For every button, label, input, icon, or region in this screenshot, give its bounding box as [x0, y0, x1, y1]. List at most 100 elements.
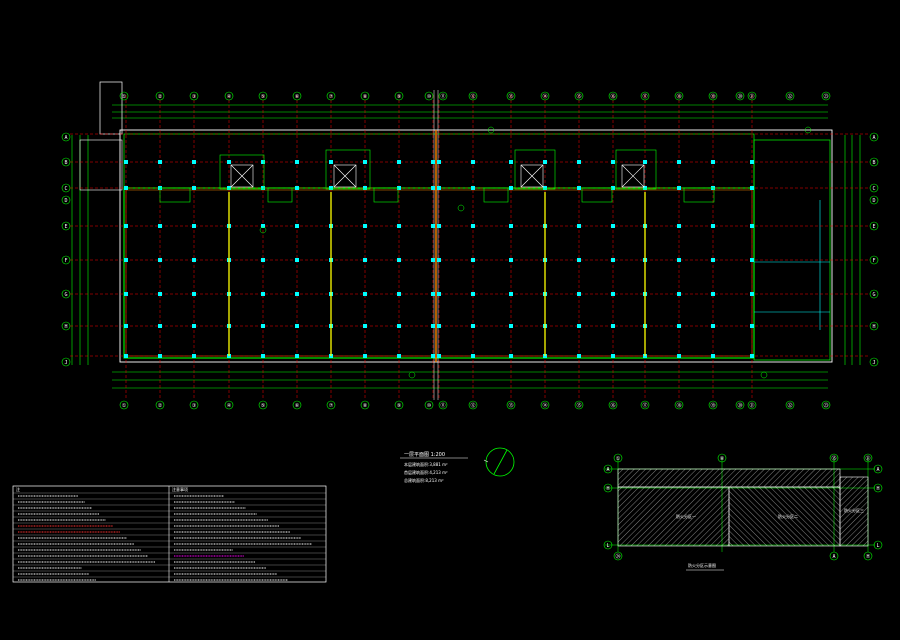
column [363, 324, 367, 328]
axis-bubble: C [869, 183, 879, 193]
svg-text:㉑: ㉑ [749, 93, 754, 100]
column [295, 186, 299, 190]
column [471, 354, 475, 358]
axis-bubble: ⑱ [674, 400, 684, 410]
axis-bubble: ⑲ [708, 400, 718, 410]
svg-text:A: A [606, 467, 609, 473]
axis-bubble: A [61, 132, 71, 142]
svg-text:①: ① [122, 94, 127, 100]
svg-text:④: ④ [227, 403, 232, 409]
column [509, 354, 513, 358]
axis-bubble: ⑧ [360, 91, 370, 101]
svg-text:F: F [64, 258, 67, 264]
column [437, 224, 441, 228]
axis-bubble: G [61, 289, 71, 299]
column [192, 224, 196, 228]
svg-text:⑫: ⑫ [470, 93, 475, 100]
column [577, 186, 581, 190]
column [431, 186, 435, 190]
column [295, 258, 299, 262]
svg-text:③: ③ [192, 94, 197, 100]
column [431, 224, 435, 228]
column [431, 324, 435, 328]
axis-bubble: L [603, 540, 613, 550]
axis-bubble: ⑪ [438, 400, 448, 410]
axis-bubble: ⑨ [394, 91, 404, 101]
svg-text:⑦: ⑦ [329, 94, 334, 100]
axis-bubble: ⑥ [292, 91, 302, 101]
axis-bubble: ⑬ [506, 91, 516, 101]
axis-bubble: E [61, 221, 71, 231]
column [192, 292, 196, 296]
column [677, 258, 681, 262]
axis-bubble: F [61, 255, 71, 265]
axis-bubble: C [61, 183, 71, 193]
column [611, 186, 615, 190]
axis-bubble: ⑱ [674, 91, 684, 101]
north-arrow-icon [483, 447, 515, 477]
svg-text:⑪: ⑪ [440, 93, 445, 100]
axis-bubble: B [61, 157, 71, 167]
axis-bubble: ⑥ [292, 400, 302, 410]
axis-bubble: ⑬ [506, 400, 516, 410]
column [750, 258, 754, 262]
column [124, 224, 128, 228]
column [363, 292, 367, 296]
axis-bubble: ⑮ [829, 453, 839, 463]
svg-text:②: ② [158, 403, 163, 409]
column [329, 160, 333, 164]
axis-bubble: ⑰ [640, 91, 650, 101]
svg-text:⑱: ⑱ [676, 402, 681, 409]
column [158, 224, 162, 228]
column [711, 292, 715, 296]
axis-bubble: H [869, 321, 879, 331]
column [711, 354, 715, 358]
axis-bubble: ⑩ [424, 91, 434, 101]
column [711, 160, 715, 164]
column [611, 292, 615, 296]
svg-text:⑪: ⑪ [440, 402, 445, 409]
column [750, 354, 754, 358]
axis-bubble: ⑧ [360, 400, 370, 410]
axis-bubble: ㉒ [785, 400, 795, 410]
column [363, 224, 367, 228]
svg-text:⑭: ⑭ [542, 402, 547, 409]
axis-bubble: A [873, 464, 883, 474]
column [750, 324, 754, 328]
column [261, 292, 265, 296]
zone-label-2: 防火分区二 [778, 513, 798, 519]
column [577, 224, 581, 228]
column [750, 186, 754, 190]
axis-bubble: ① [119, 91, 129, 101]
column [295, 324, 299, 328]
column [643, 186, 647, 190]
svg-text:⑳: ⑳ [737, 402, 742, 409]
svg-text:L: L [606, 543, 609, 549]
axis-bubble: ㉓ [821, 91, 831, 101]
notes-table: 注 注意事项 [12, 485, 327, 583]
column [437, 186, 441, 190]
axis-bubble: ③ [189, 91, 199, 101]
column [261, 354, 265, 358]
svg-text:H: H [872, 324, 875, 330]
axis-bubble: ⑭ [540, 400, 550, 410]
column [677, 160, 681, 164]
axis-bubble: ⑤ [258, 91, 268, 101]
svg-text:⑰: ⑰ [642, 402, 647, 409]
svg-text:B: B [64, 160, 67, 166]
axis-bubble: ㉑ [747, 400, 757, 410]
column [509, 292, 513, 296]
column [192, 354, 196, 358]
column [509, 186, 513, 190]
column [711, 324, 715, 328]
axis-bubble: F [869, 255, 879, 265]
column [677, 324, 681, 328]
axis-bubble: ㉒ [785, 91, 795, 101]
svg-text:⑤: ⑤ [261, 94, 266, 100]
column [509, 224, 513, 228]
axis-bubble: ⑰ [640, 400, 650, 410]
svg-text:⑨: ⑨ [397, 94, 402, 100]
column [471, 160, 475, 164]
column [543, 186, 547, 190]
svg-text:⑬: ⑬ [508, 93, 513, 100]
